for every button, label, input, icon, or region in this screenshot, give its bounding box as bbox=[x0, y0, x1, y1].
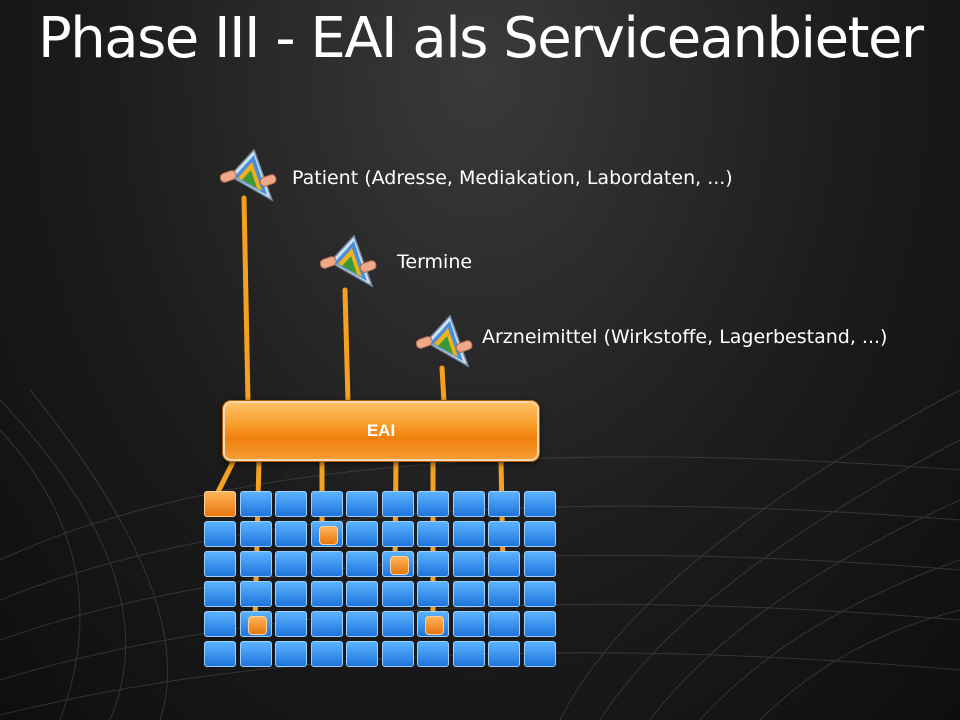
application-module bbox=[204, 551, 236, 577]
application-module bbox=[346, 551, 378, 577]
application-module bbox=[239, 641, 272, 667]
application-module bbox=[381, 641, 414, 667]
application-module bbox=[417, 521, 449, 547]
application-module bbox=[523, 551, 556, 577]
application-module bbox=[310, 581, 343, 607]
application-module-grid bbox=[204, 491, 556, 667]
service-label-arzneimittel: Arzneimittel (Wirkstoffe, Lagerbestand, … bbox=[482, 326, 888, 348]
application-module bbox=[204, 521, 236, 547]
application-module bbox=[488, 641, 520, 667]
application-module bbox=[239, 551, 272, 577]
application-module bbox=[239, 581, 272, 607]
eai-label: EAI bbox=[366, 421, 396, 440]
application-module bbox=[346, 611, 378, 637]
application-module bbox=[275, 551, 307, 577]
connector-module bbox=[215, 457, 237, 495]
application-module bbox=[417, 581, 449, 607]
service-label-termine: Termine bbox=[397, 251, 473, 273]
application-module bbox=[204, 611, 236, 637]
application-module bbox=[523, 611, 556, 637]
application-module bbox=[452, 491, 485, 517]
application-module bbox=[381, 611, 414, 637]
application-module bbox=[452, 611, 485, 637]
service-interface-icon bbox=[319, 234, 377, 288]
application-module bbox=[310, 521, 343, 547]
application-module bbox=[452, 521, 485, 547]
application-module bbox=[239, 611, 272, 637]
connector-patient bbox=[241, 195, 251, 405]
application-module bbox=[239, 491, 272, 517]
application-module bbox=[381, 491, 414, 517]
application-module bbox=[310, 491, 343, 517]
application-module bbox=[488, 611, 520, 637]
application-module bbox=[417, 491, 449, 517]
application-module bbox=[452, 581, 485, 607]
service-interface-icon bbox=[219, 148, 277, 202]
application-module bbox=[452, 551, 485, 577]
application-module bbox=[523, 491, 556, 517]
application-module bbox=[239, 521, 272, 547]
application-module bbox=[488, 521, 520, 547]
application-module bbox=[488, 551, 520, 577]
application-module bbox=[488, 581, 520, 607]
application-module bbox=[417, 551, 449, 577]
application-module bbox=[275, 491, 307, 517]
service-interface-icon bbox=[415, 314, 473, 368]
application-module bbox=[381, 551, 414, 577]
application-module bbox=[452, 641, 485, 667]
application-module bbox=[204, 581, 236, 607]
connector-termine bbox=[342, 287, 351, 405]
application-module bbox=[381, 581, 414, 607]
application-module bbox=[346, 581, 378, 607]
eai-bar: EAI bbox=[222, 400, 540, 462]
application-module bbox=[310, 641, 343, 667]
application-module bbox=[523, 581, 556, 607]
application-module bbox=[275, 611, 307, 637]
application-module bbox=[523, 521, 556, 547]
application-module bbox=[381, 521, 414, 547]
application-module bbox=[523, 641, 556, 667]
application-module bbox=[346, 521, 378, 547]
service-label-patient: Patient (Adresse, Mediakation, Labordate… bbox=[292, 167, 733, 189]
application-module bbox=[346, 641, 378, 667]
application-module bbox=[204, 641, 236, 667]
application-module bbox=[275, 521, 307, 547]
application-module bbox=[275, 641, 307, 667]
slide-title: Phase III - EAI als Serviceanbieter bbox=[38, 6, 924, 71]
application-module bbox=[310, 551, 343, 577]
application-module bbox=[310, 611, 343, 637]
application-module bbox=[346, 491, 378, 517]
application-module bbox=[204, 491, 236, 517]
application-module bbox=[417, 611, 449, 637]
application-module bbox=[488, 491, 520, 517]
connector-arznei bbox=[439, 365, 447, 405]
application-module bbox=[417, 641, 449, 667]
application-module bbox=[275, 581, 307, 607]
